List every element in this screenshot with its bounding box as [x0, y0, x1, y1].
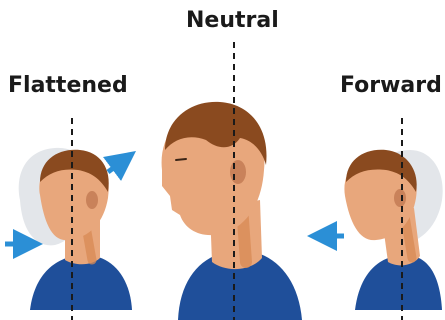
arrow-up-right-icon	[108, 160, 124, 172]
ear-forward	[394, 189, 406, 207]
figure-neutral	[162, 42, 302, 320]
figure-flattened	[5, 118, 132, 320]
figure-forward	[322, 118, 443, 320]
eye-neutral	[176, 159, 186, 160]
ear-neutral	[230, 160, 246, 184]
ear-flattened	[86, 191, 98, 209]
